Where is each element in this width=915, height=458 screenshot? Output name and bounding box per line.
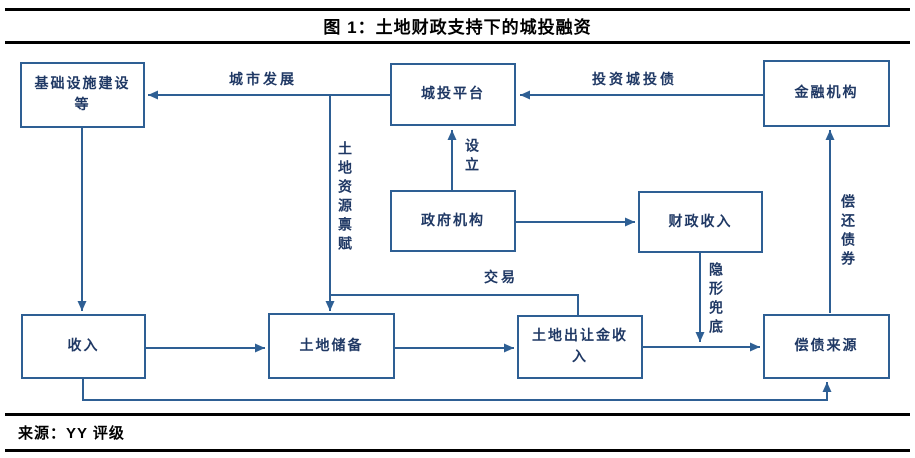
edge-label-transaction: 交易 bbox=[484, 270, 518, 286]
node-lgfv-platform: 城投平台 bbox=[390, 63, 516, 126]
title-bottom-rule bbox=[5, 41, 910, 44]
edge-label-urban-development: 城市发展 bbox=[229, 72, 297, 88]
node-land-reserve: 土地储备 bbox=[268, 313, 395, 379]
node-infrastructure: 基础设施建设等 bbox=[20, 62, 145, 128]
line-transaction bbox=[330, 294, 579, 316]
node-debt-repayment-source: 偿债来源 bbox=[763, 314, 890, 379]
node-fiscal-revenue: 财政收入 bbox=[638, 191, 763, 253]
edge-label-implicit-guarantee: 隐形兜底 bbox=[707, 262, 723, 338]
figure-title: 图 1：土地财政支持下的城投融资 bbox=[323, 18, 592, 37]
node-government-agency: 政府机构 bbox=[390, 190, 516, 252]
edge-label-invest-lgfv-bonds: 投资城投债 bbox=[592, 72, 677, 88]
node-income: 收入 bbox=[21, 314, 146, 379]
edge-label-establish: 设立 bbox=[463, 138, 479, 176]
edge-label-repay-bonds: 偿还债券 bbox=[839, 194, 855, 270]
node-land-transfer-income: 土地出让金收入 bbox=[517, 315, 643, 379]
top-rule bbox=[5, 8, 910, 11]
figure-source: 来源：YY 评级 bbox=[18, 425, 125, 442]
arrow-income-loop-to-debt-source bbox=[82, 379, 832, 401]
node-financial-institution: 金融机构 bbox=[763, 60, 890, 127]
bottom-rule bbox=[5, 449, 910, 452]
edge-label-land-resource-endowment: 土地资源禀赋 bbox=[336, 141, 352, 255]
source-top-rule bbox=[5, 413, 910, 416]
